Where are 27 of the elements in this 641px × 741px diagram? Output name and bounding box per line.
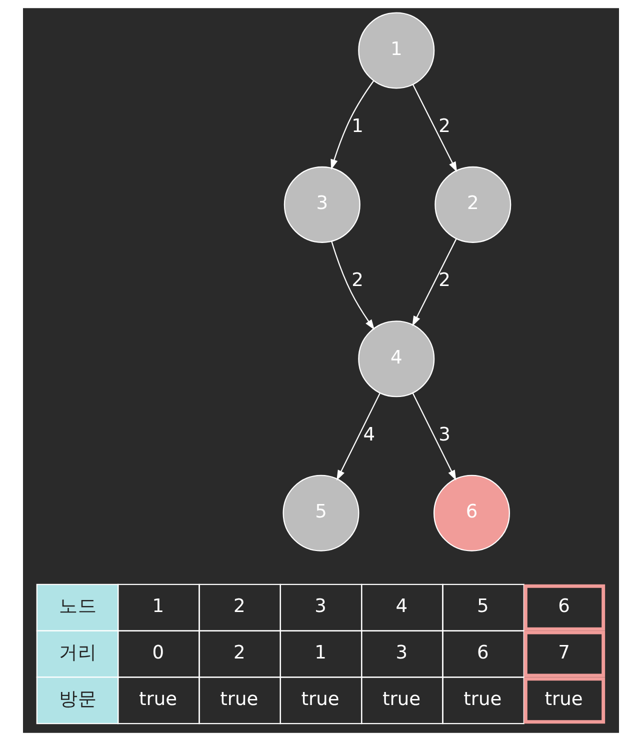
label: 2 xyxy=(232,642,245,664)
edge-label: 2 xyxy=(438,270,450,292)
label: 2 xyxy=(232,596,245,618)
label: 1 xyxy=(314,642,326,664)
label: 3 xyxy=(314,596,326,618)
label: 7 xyxy=(558,642,570,664)
label: true xyxy=(544,688,582,710)
edge-label: 2 xyxy=(438,116,450,137)
label: true xyxy=(300,688,339,710)
label: true xyxy=(463,688,502,710)
edge-label: 2 xyxy=(351,270,363,292)
label: 3 xyxy=(395,642,408,664)
edge-label: 1 xyxy=(351,116,363,137)
label: true xyxy=(138,688,177,710)
label: 노드 xyxy=(58,596,96,618)
label: 거리 xyxy=(58,642,96,664)
label: 0 xyxy=(152,642,164,664)
label: 6 xyxy=(558,596,570,618)
label: true xyxy=(220,688,258,710)
edge-label: 4 xyxy=(362,424,375,446)
label: 6 xyxy=(476,642,488,664)
label: 방문 xyxy=(58,688,96,710)
label: 4 xyxy=(395,596,408,618)
edge-label: 3 xyxy=(438,424,450,446)
label: 1 xyxy=(152,596,164,618)
label: 5 xyxy=(476,596,488,618)
label: true xyxy=(382,688,420,710)
